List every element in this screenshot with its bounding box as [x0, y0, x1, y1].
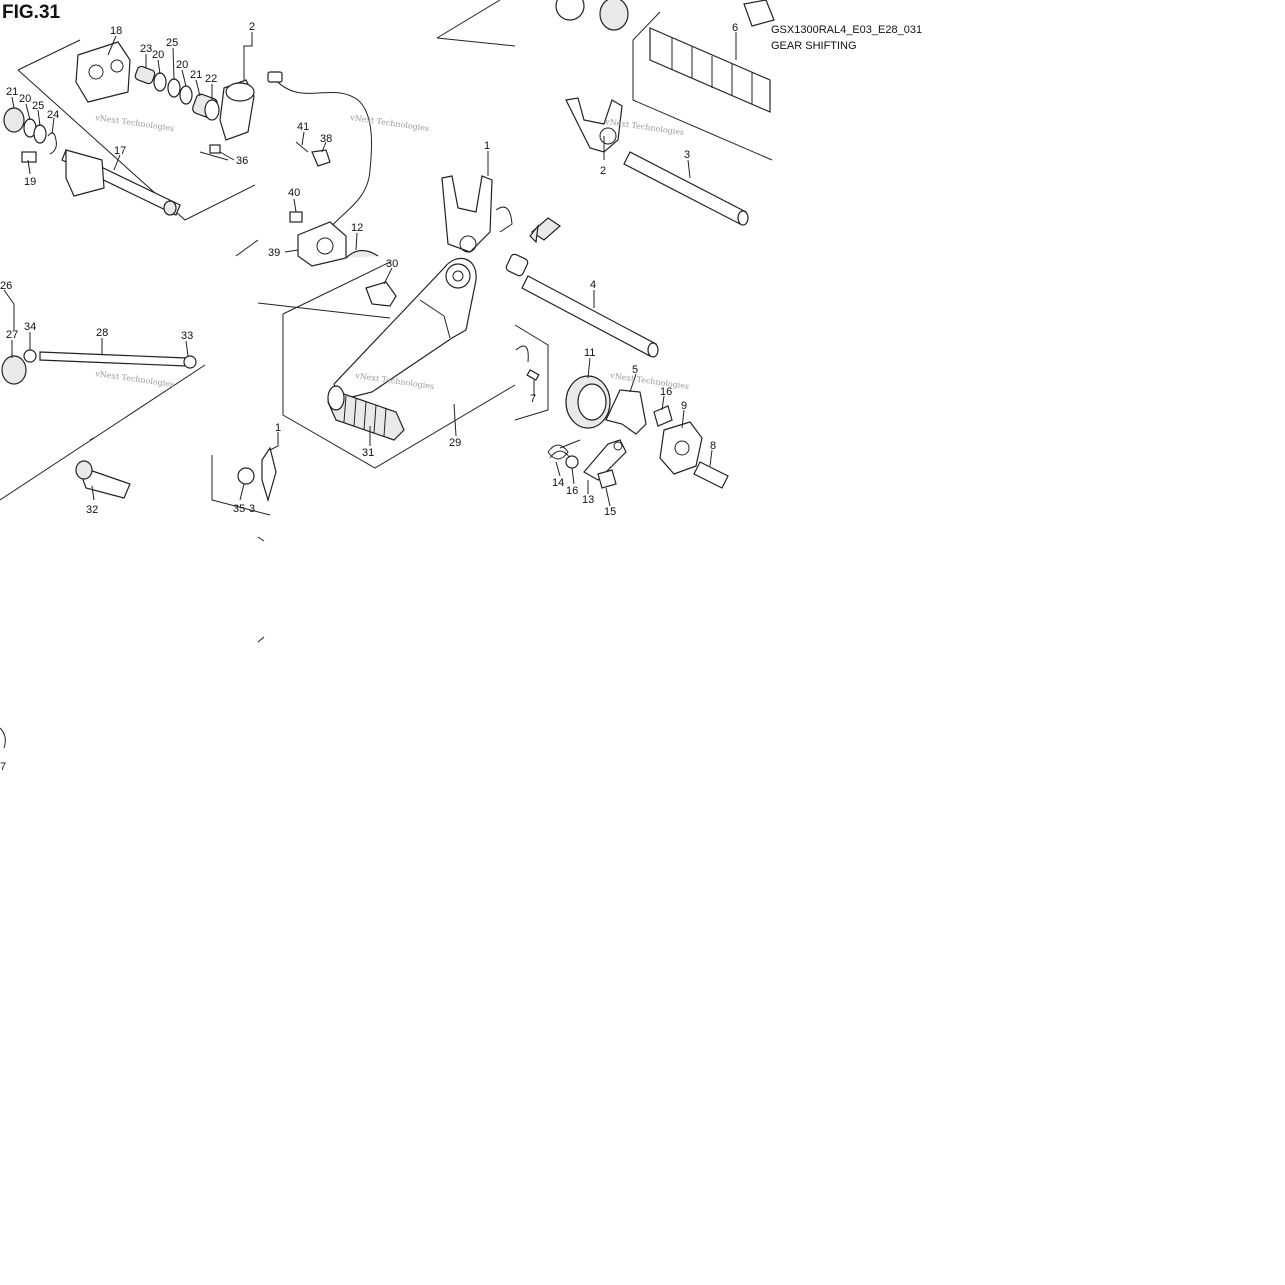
callout-31: 31 [362, 447, 374, 459]
assembly-outlines [0, 0, 773, 643]
callout-20: 20 [176, 59, 188, 71]
callout-15: 15 [604, 506, 616, 518]
part-gear-shift-cam-drum-6 [555, 0, 775, 113]
callout-1: 1 [275, 422, 281, 434]
callout-19: 19 [24, 176, 36, 188]
callout-2: 2 [600, 165, 606, 177]
callout-25: 25 [166, 37, 178, 49]
leader-lines [3, 32, 737, 507]
part-shift-fork-2 [565, 97, 623, 153]
part-shift-fork-1-lower [237, 446, 277, 503]
part-fork-shaft-4 [505, 253, 659, 358]
callout-12: 12 [351, 222, 363, 234]
callout-28: 28 [96, 327, 108, 339]
callout-numbers: 18 23 20 25 20 21 22 2 21 20 25 24 17 19… [0, 21, 738, 773]
part-lever-rubber-31 [327, 385, 405, 441]
part-bolt-15 [597, 469, 617, 489]
part-gearshift-lever-29 [333, 257, 477, 401]
watermark-text: vNext Technologies [609, 371, 690, 391]
callout-11: 11 [584, 347, 595, 359]
part-stopper-5 [605, 389, 647, 435]
callout-29: 29 [449, 437, 461, 449]
part-stopper-arm-13 [583, 439, 627, 481]
callout-20: 20 [152, 49, 164, 61]
callout-9: 9 [681, 400, 687, 412]
watermark-text: vNext Technologies [94, 113, 175, 133]
callout-2: 2 [249, 21, 255, 33]
part-springs-washers-top-left [134, 65, 220, 121]
part-cover-12 [345, 249, 379, 259]
part-bolt-8 [693, 461, 729, 489]
callout-7: 7 [0, 761, 6, 773]
callout-30: 30 [386, 258, 398, 270]
part-tie-rod-28 [1, 349, 197, 385]
callout-39: 39 [268, 247, 280, 259]
callout-25: 25 [32, 100, 44, 112]
callout-35: 35 [233, 503, 245, 515]
callout-7: 7 [530, 393, 536, 405]
callout-14: 14 [552, 477, 564, 489]
figure-label: FIG.31 [2, 2, 61, 23]
callout-41: 41 [297, 121, 309, 133]
part-washer-16 [565, 455, 579, 469]
part-edge-7-left [0, 727, 6, 749]
callout-24: 24 [47, 109, 59, 121]
part-shift-fork-1-center [441, 175, 513, 253]
part-fork-shaft-3 [623, 151, 749, 226]
callout-22: 22 [205, 73, 217, 85]
part-gearshift-shaft-17 [61, 149, 181, 216]
watermark-text: vNext Technologies [349, 113, 430, 133]
callout-18: 18 [110, 25, 122, 37]
callout-8: 8 [710, 440, 716, 452]
part-gear-shift-cam-stopper-9 [659, 421, 703, 475]
callout-3: 3 [249, 503, 255, 515]
part-screw-10 [653, 405, 673, 427]
part-shaft-32 [75, 460, 131, 499]
callout-23: 23 [140, 43, 152, 55]
fwd-arrow-icon [529, 217, 561, 244]
callout-3: 3 [684, 149, 690, 161]
callout-21: 21 [6, 86, 18, 98]
model-code: GSX1300RAL4_E03_E28_031 [771, 24, 923, 36]
callout-1: 1 [484, 140, 490, 152]
callout-27: 27 [6, 329, 18, 341]
callout-36: 36 [236, 155, 248, 167]
watermark-text: vNext Technologies [94, 369, 175, 389]
callout-32: 32 [86, 504, 98, 516]
part-sensor-harness-40 [267, 71, 373, 267]
callout-33: 33 [181, 330, 193, 342]
callout-17: 17 [114, 145, 126, 157]
part-shift-arm-2-top [219, 79, 255, 141]
part-pin-7 [515, 345, 540, 381]
part-bolt-36 [199, 144, 229, 161]
callout-40: 40 [288, 187, 300, 199]
callout-20: 20 [19, 93, 31, 105]
callout-21: 21 [190, 69, 202, 81]
part-shift-cam-plate-18 [75, 41, 131, 103]
part-bolt-30 [365, 281, 397, 307]
callout-16: 16 [566, 485, 578, 497]
callout-5: 5 [632, 364, 638, 376]
callout-16: 16 [660, 386, 672, 398]
part-left-small-parts [3, 107, 57, 163]
callout-38: 38 [320, 133, 332, 145]
callout-26: 26 [0, 280, 12, 292]
callout-6: 6 [732, 22, 738, 34]
callout-13: 13 [582, 494, 594, 506]
part-bearing-11 [565, 375, 611, 429]
callout-4: 4 [590, 279, 596, 291]
callout-34: 34 [24, 321, 36, 333]
part-spring-14 [547, 439, 581, 460]
diagram-title: GEAR SHIFTING [771, 40, 857, 52]
